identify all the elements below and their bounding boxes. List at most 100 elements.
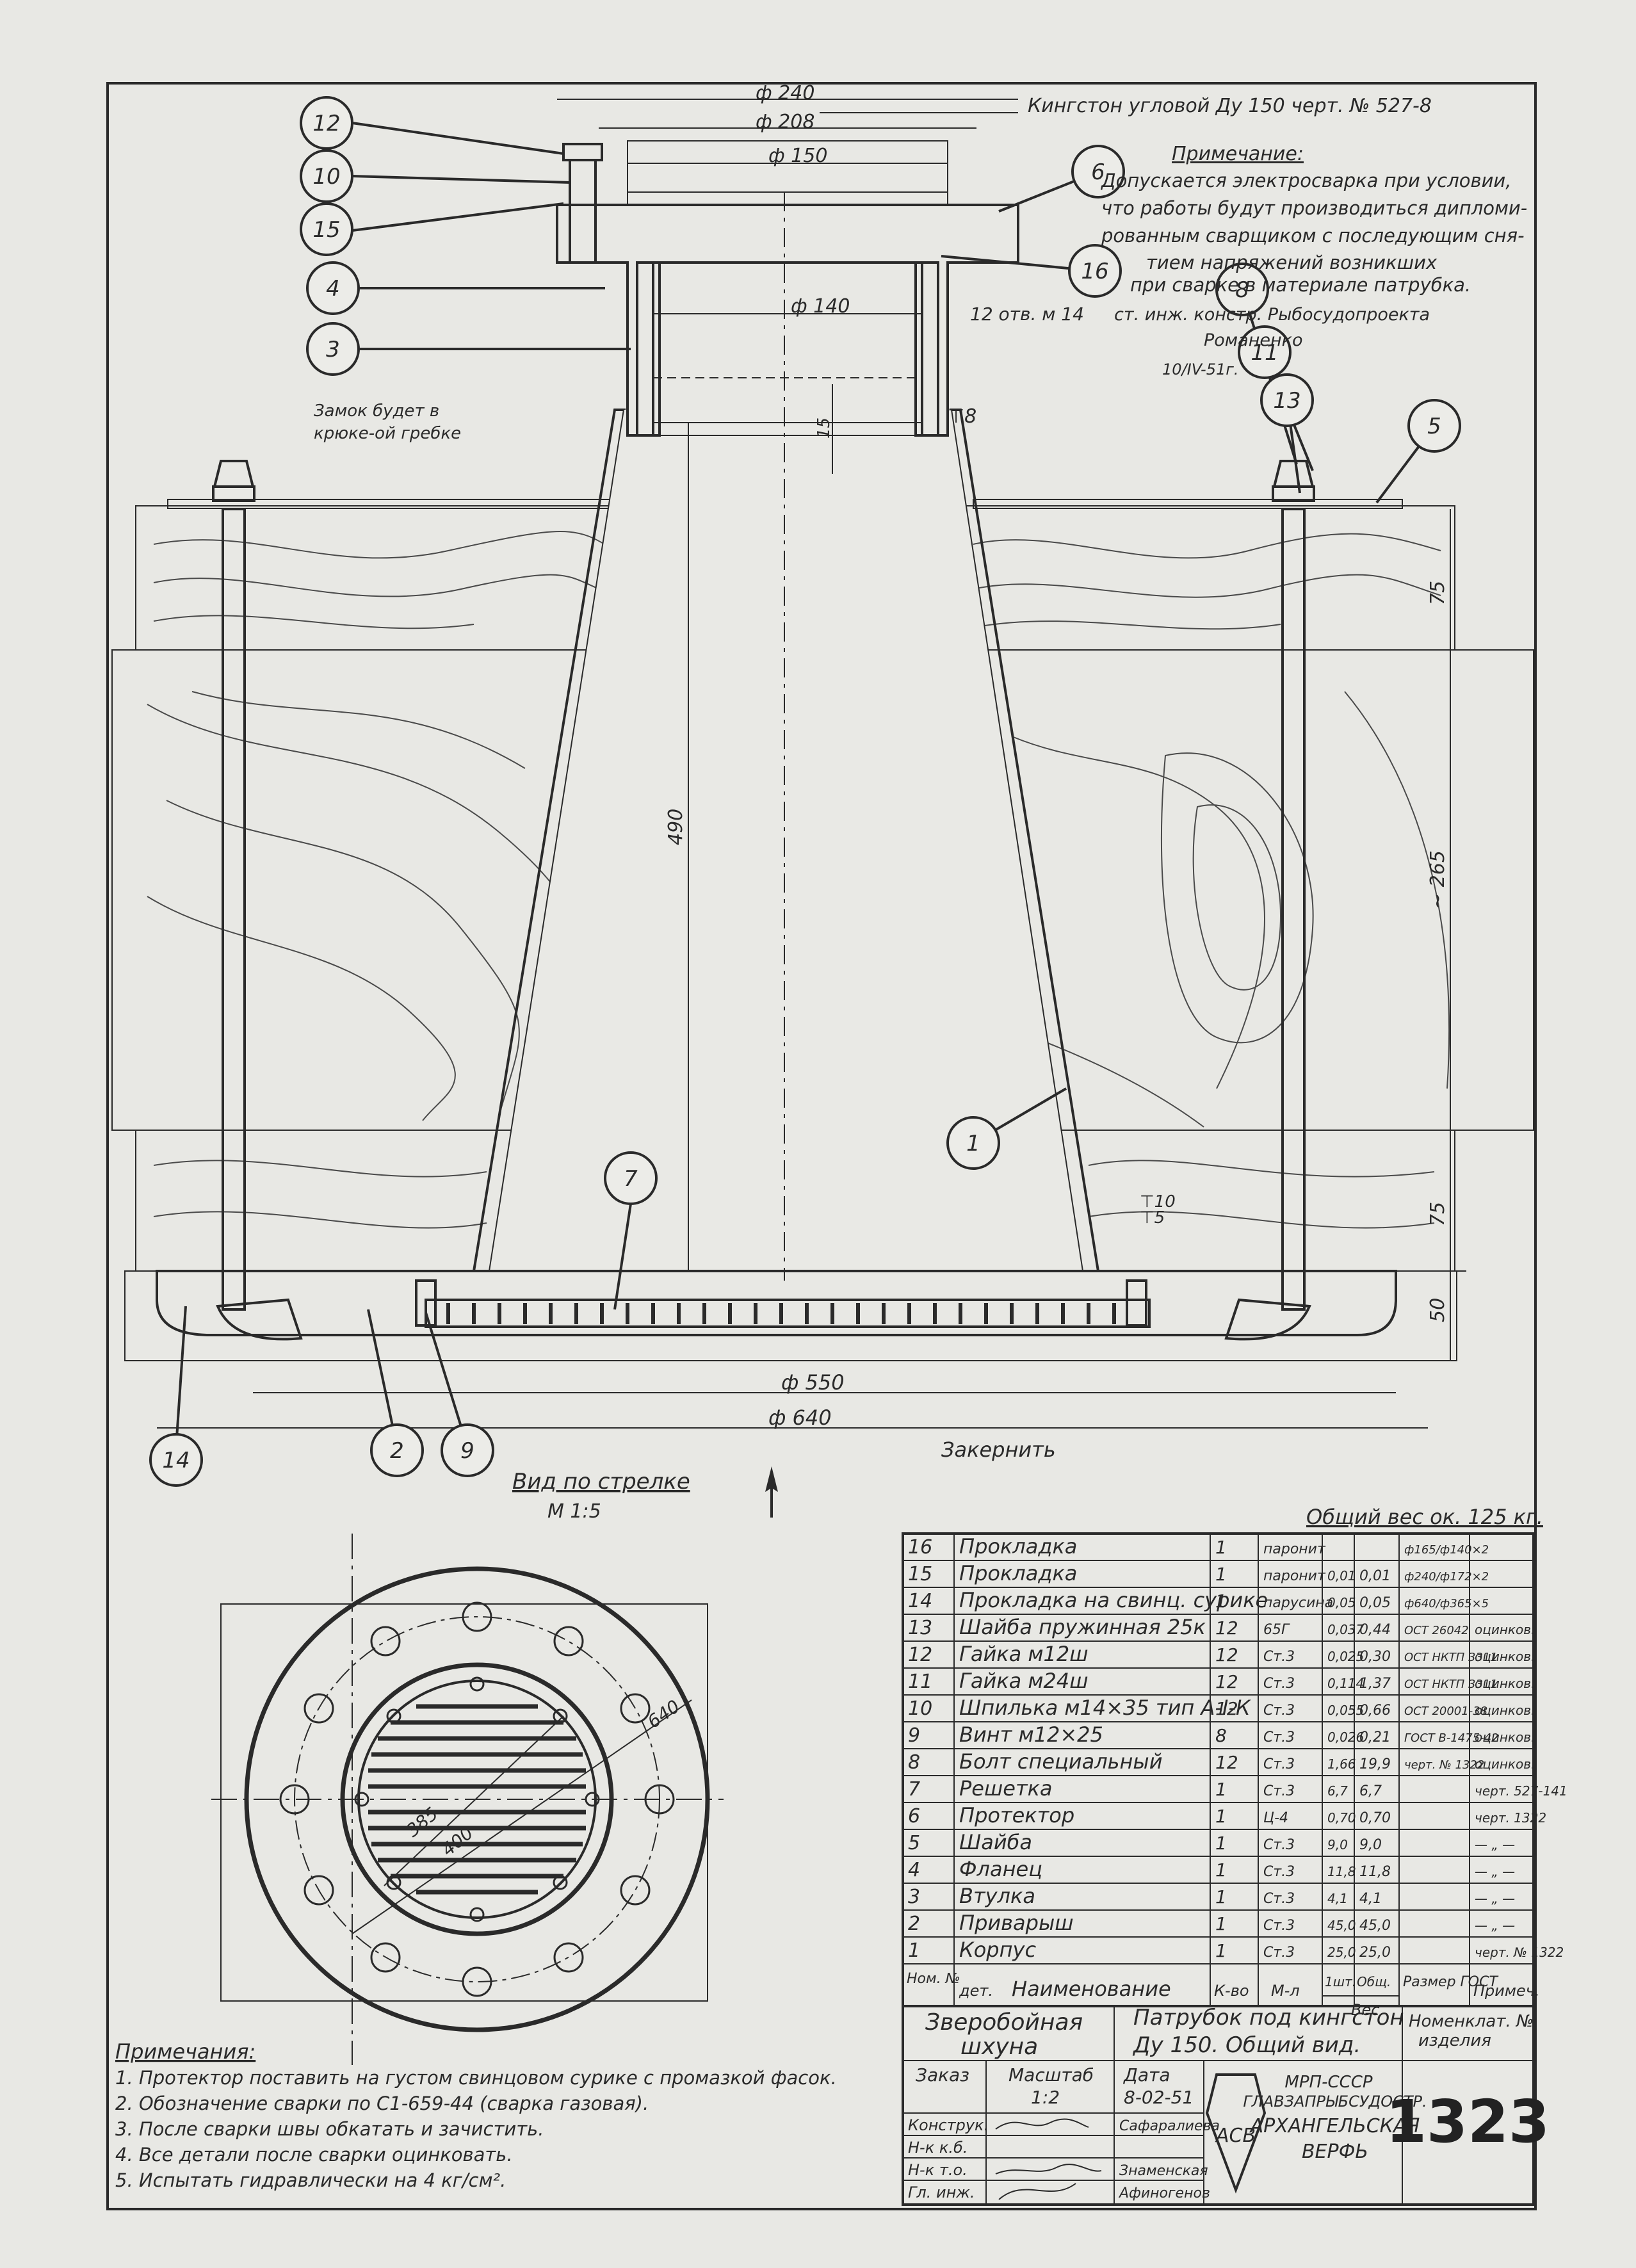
total-weight: Общий вес ок. 125 кг. xyxy=(1306,1505,1543,1529)
balloon-4: 4 xyxy=(326,276,340,302)
bom-mat-11: Ст.3 xyxy=(1263,1676,1295,1692)
bom-w1-12: 0,025 xyxy=(1327,1649,1364,1664)
bom-name-14: Прокладка на свинц. сурике xyxy=(959,1588,1268,1612)
bom-w2-2: 45,0 xyxy=(1359,1918,1391,1934)
dim-d550: ф 550 xyxy=(781,1370,845,1395)
sheet-frame xyxy=(106,82,1537,2210)
bom-no-14: 14 xyxy=(908,1590,932,1612)
zakaz-label: Заказ xyxy=(916,2064,969,2086)
bom-qty-8: 12 xyxy=(1215,1752,1238,1773)
bom-note-2: — „ — xyxy=(1475,1918,1515,1933)
bottom-ring xyxy=(156,1270,1397,1336)
bom-w2-4: 11,8 xyxy=(1359,1864,1391,1880)
note-line-5: при сварке в материале патрубка. xyxy=(1130,274,1471,296)
bom-note-11: оцинков. xyxy=(1475,1676,1535,1691)
view-dim-640: 640 xyxy=(644,1696,684,1733)
bom-note-6: черт. 1322 xyxy=(1475,1810,1546,1826)
weld-mark-10: ⊤10 xyxy=(1140,1192,1176,1211)
bom-no-6: 6 xyxy=(908,1805,920,1827)
bom-name-10: Шпилька м14×35 тип А-I-К xyxy=(959,1696,1251,1720)
welding-note: Примечание: Допускается электросварка пр… xyxy=(1100,143,1527,378)
part-balloons: 12 10 15 4 3 6 16 8 11 13 5 1 7 14 2 9 xyxy=(149,96,1461,1487)
long-bolt-right xyxy=(1224,460,1315,1341)
bom-head-name: Наименование xyxy=(1012,1977,1171,2001)
bom-mat-1: Ст.3 xyxy=(1263,1945,1295,1961)
bom-w1-4: 11,8 xyxy=(1327,1864,1356,1879)
dim-d150: ф 150 xyxy=(768,145,827,167)
note-line-6: ст. инж. констр. Рыбосудопроекта xyxy=(1114,305,1430,325)
bom-name-1: Корпус xyxy=(959,1938,1036,1962)
org-line-1: МРП-СССР xyxy=(1284,2073,1373,2092)
bom-no-1: 1 xyxy=(908,1940,920,1962)
bom-qty-2: 1 xyxy=(1215,1913,1227,1934)
bom-no-13: 13 xyxy=(908,1617,932,1639)
balloon-10: 10 xyxy=(312,164,340,190)
bom-qty-6: 1 xyxy=(1215,1806,1227,1827)
note-line-2: что работы будут производиться дипломи- xyxy=(1101,197,1527,219)
bom-mat-5: Ст.3 xyxy=(1263,1837,1295,1853)
bom-note-12: оцинков. xyxy=(1475,1649,1535,1664)
bom-std-16: ф165/ф140×2 xyxy=(1404,1543,1489,1557)
balloon-15: 15 xyxy=(312,217,340,243)
bom-no-11: 11 xyxy=(908,1671,932,1693)
view-scale: М 1:5 xyxy=(547,1500,601,1523)
bom-head-no: Ном. № xyxy=(907,1971,960,1987)
bom-no-8: 8 xyxy=(908,1751,920,1774)
bom-std-15: ф240/ф172×2 xyxy=(1404,1570,1489,1584)
note-title: Примечание: xyxy=(1172,143,1304,165)
balloon-3: 3 xyxy=(326,337,340,362)
bom-mat-12: Ст.3 xyxy=(1263,1649,1295,1665)
header-label: Кингстон угловой Ду 150 черт. № 527-8 xyxy=(1028,95,1432,117)
bom-mat-16: паронит xyxy=(1263,1541,1326,1557)
main-section-view xyxy=(111,99,1534,1429)
bom-head-qty: К-во xyxy=(1214,1982,1249,2000)
dim-d640: ф 640 xyxy=(768,1405,832,1430)
deck-plate-right xyxy=(973,499,1403,509)
bom-no-4: 4 xyxy=(908,1859,920,1881)
bom-std-10: ОСТ 20001-38 xyxy=(1404,1705,1487,1718)
bom-qty-11: 12 xyxy=(1215,1671,1238,1692)
view-arrow xyxy=(765,1466,778,1518)
name-3: Знаменская xyxy=(1119,2163,1208,2179)
date-value: 8-02-51 xyxy=(1124,2087,1194,2108)
bom-mat-8: Ст.3 xyxy=(1263,1756,1295,1772)
bom-std-8: черт. № 1322 xyxy=(1404,1758,1484,1772)
name-1: Сафаралиева xyxy=(1119,2118,1220,2134)
bom-std-9: ГОСТ В-1475-42 xyxy=(1404,1731,1499,1745)
bom-qty-9: 8 xyxy=(1215,1725,1227,1746)
view-dim-385: 385 xyxy=(402,1803,442,1842)
bom-w2-13: 0,44 xyxy=(1359,1622,1391,1638)
nomen-line-1: Номенклат. № xyxy=(1409,2012,1534,2031)
bom-w1-6: 0,70 xyxy=(1327,1810,1356,1826)
date-label: Дата xyxy=(1122,2064,1170,2086)
bom-w2-15: 0,01 xyxy=(1359,1568,1391,1584)
role-konstruk: Конструк. xyxy=(908,2116,989,2134)
notes-line-3: 3. После сварки швы обкатать и зачистить… xyxy=(115,2118,544,2140)
bom-w2-5: 9,0 xyxy=(1359,1837,1382,1853)
bom-head-std: Размер ГОСТ xyxy=(1403,1974,1498,1990)
role-nk-to: Н-к т.о. xyxy=(908,2161,968,2179)
general-notes: Примечания: 1. Протектор поставить на гу… xyxy=(115,2039,837,2191)
notes-title: Примечания: xyxy=(115,2039,255,2064)
bom-note-8: оцинков. xyxy=(1475,1756,1535,1772)
balloon-5: 5 xyxy=(1427,414,1441,439)
org-line-3: АРХАНГЕЛЬСКАЯ xyxy=(1249,2115,1420,2137)
bom-qty-10: 12 xyxy=(1215,1698,1238,1719)
bom-w2-7: 6,7 xyxy=(1359,1783,1382,1799)
nomen-line-2: изделия xyxy=(1418,2031,1491,2050)
balloon-7: 7 xyxy=(624,1166,638,1192)
bom-note-5: — „ — xyxy=(1475,1837,1515,1852)
name-4: Афиногенов xyxy=(1118,2185,1210,2201)
bom-qty-3: 1 xyxy=(1215,1886,1227,1908)
bom-w1-8: 1,66 xyxy=(1327,1756,1356,1772)
side-note-line-1: Замок будет в xyxy=(314,401,439,421)
bom-mat-3: Ст.3 xyxy=(1263,1891,1295,1907)
balloon-9: 9 xyxy=(460,1438,474,1464)
bom-qty-14: 1 xyxy=(1215,1591,1227,1612)
role-gl-inzh: Гл. инж. xyxy=(908,2183,975,2201)
bom-w1-9: 0,026 xyxy=(1327,1729,1364,1745)
bom-mat-9: Ст.3 xyxy=(1263,1729,1295,1746)
balloon-13: 13 xyxy=(1273,388,1300,414)
bom-mat-10: Ст.3 xyxy=(1263,1703,1295,1719)
